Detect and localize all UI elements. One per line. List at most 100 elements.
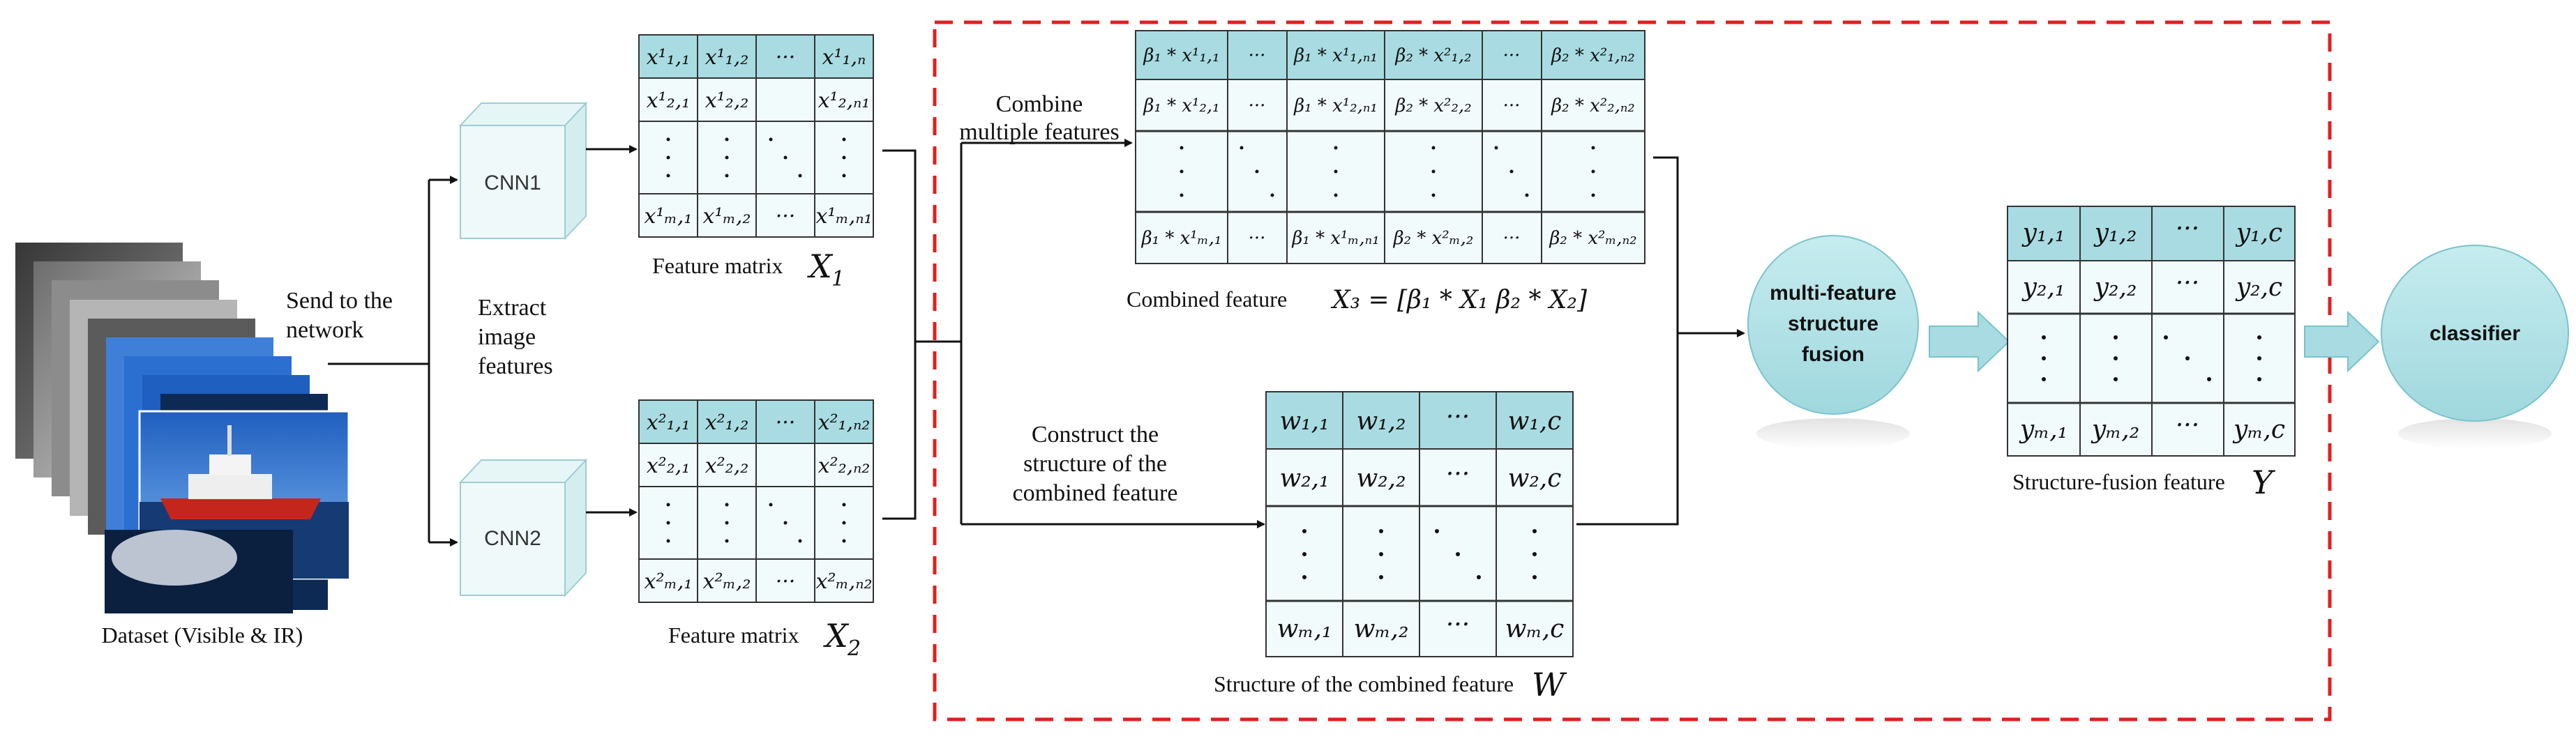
dataset-image-stack	[15, 243, 350, 613]
x2-cell-1-dots: ···	[776, 411, 796, 435]
x2-matrix	[638, 399, 874, 603]
fusion-label-line3: fusion	[1802, 343, 1865, 366]
fusion-label-line1: multi-feature	[1770, 282, 1897, 305]
w-cell-2-dots: ···	[1446, 460, 1470, 489]
send-label-line1: Send to the	[286, 288, 393, 314]
x2-vertical-dots	[666, 503, 846, 543]
x3-cell-m-dots2: ···	[1503, 228, 1521, 249]
x3-cell-2-dots2: ···	[1503, 96, 1521, 116]
w-cell-m-dots: ···	[1446, 611, 1470, 639]
w-cell-m-c: wₘ,c	[1505, 615, 1565, 643]
x2-cell-1-n: x²₁,ₙ₂	[818, 411, 871, 435]
x1-cell-m-1: x¹ₘ,₁	[645, 204, 693, 229]
x1-cell-2-1: x¹₂,₁	[647, 89, 691, 113]
w-cell-2-1: w₂,₁	[1279, 464, 1329, 493]
y-cell-m-c: yₘ,c	[2232, 415, 2285, 444]
dataset-label: Dataset (Visible & IR)	[102, 622, 303, 648]
x3-to-fusion-line	[1653, 156, 1679, 333]
y-cell-1-dots: ···	[2176, 215, 2199, 243]
x2-cell-1-2: x²₁,₂	[705, 411, 749, 435]
x2-symbol: X	[823, 617, 850, 655]
x2-symbol-sub: 2	[847, 636, 861, 661]
y-cell-1-1: y₁,₁	[2021, 219, 2065, 247]
x1-cell-2-n: x¹₂,ₙ₁	[818, 89, 871, 113]
x1-cell-1-1: x¹₁,₁	[647, 45, 691, 70]
x2-cell-m-dots: ···	[776, 570, 796, 594]
x3-matrix	[1135, 30, 1645, 264]
x3-cell-1-dots2: ···	[1503, 45, 1521, 66]
x2-cell-2-2: x²₂,₂	[705, 454, 749, 478]
w-cell-m-1: wₘ,₁	[1277, 615, 1332, 643]
x3-cell-m-dots1: ···	[1249, 228, 1266, 249]
construct-label-line1: Construct the	[1032, 422, 1159, 448]
x1-cell-1-n: x¹₁,ₙ	[822, 45, 866, 70]
x1-symbol: X	[807, 247, 834, 285]
w-vertical-dots	[1302, 529, 1537, 579]
extract-label-line3: features	[478, 353, 553, 379]
x3-cell-m-b2: β₂ * x²ₘ,₂	[1393, 228, 1474, 249]
x1-matrix	[638, 34, 874, 238]
y-cell-2-1: y₂,₁	[2021, 273, 2065, 302]
x1-cell-1-dots: ···	[776, 45, 796, 70]
extract-label-line1: Extract	[478, 295, 547, 321]
extract-label-line2: image	[478, 324, 536, 350]
x3-cell-1-n2: β₂ * x²₁,ₙ₂	[1551, 45, 1635, 66]
x3-cell-1-b2: β₂ * x²₁,₂	[1394, 45, 1471, 66]
w-symbol: W	[1532, 666, 1567, 703]
w-cell-1-1: w₁,₁	[1279, 407, 1329, 436]
fusion-circle	[1747, 235, 1919, 415]
x2-cell-m-n: x²ₘ,ₙ₂	[815, 570, 872, 594]
x3-cell-m-n2: β₂ * x²ₘ,ₙ₂	[1549, 228, 1636, 249]
x2-cell-m-2: x²ₘ,₂	[703, 570, 751, 594]
fusion-circle-shadow	[1756, 418, 1910, 449]
x1-cell-1-2: x¹₁,₂	[705, 45, 749, 70]
y-cell-2-dots: ···	[2176, 269, 2199, 298]
x3-cell-1-dots1: ···	[1249, 45, 1266, 66]
cnn2-cube	[458, 458, 588, 597]
w-cell-m-2: wₘ,₂	[1354, 615, 1409, 643]
x3-cell-2-n2: β₂ * x²₂,ₙ₂	[1551, 96, 1635, 116]
combined-formula: X₃ = [β₁ * X₁ β₂ * X₂]	[1330, 286, 1588, 314]
x3-cell-m-1: β₁ * x¹ₘ,₁	[1141, 228, 1222, 249]
x3-cell-2-n1: β₁ * x¹₂,ₙ₁	[1293, 96, 1378, 116]
send-label-line2: network	[286, 317, 363, 343]
combine-label-line1: Combine	[996, 91, 1083, 117]
y-cell-2-2: y₂,₂	[2093, 273, 2137, 302]
w-caption: Structure of the combined feature	[1214, 671, 1514, 696]
classifier-circle-shadow	[2398, 418, 2552, 449]
x3-cell-m-n1: β₁ * x¹ₘ,ₙ₁	[1291, 228, 1379, 249]
x1-cell-m-2: x¹ₘ,₂	[703, 204, 751, 229]
construct-label-line2: structure of the	[1023, 451, 1167, 477]
x3-cell-2-dots1: ···	[1249, 96, 1266, 116]
cnn1-cube	[458, 101, 588, 240]
y-cell-1-c: y₁,c	[2235, 219, 2282, 247]
x3-cell-2-1: β₁ * x¹₂,₁	[1143, 96, 1219, 116]
x2-cell-m-1: x²ₘ,₁	[645, 570, 693, 594]
x2-cell-2-n: x²₂,ₙ₂	[818, 454, 871, 478]
x1-caption: Feature matrix	[652, 253, 783, 278]
y-cell-m-1: yₘ,₁	[2019, 415, 2067, 444]
y-caption: Structure-fusion feature	[2012, 469, 2225, 494]
y-cell-1-2: y₁,₂	[2093, 219, 2137, 247]
classifier-circle	[2381, 245, 2569, 422]
fusion-region-border	[933, 20, 2332, 721]
block-arrow-y-to-classifier	[2304, 310, 2380, 373]
x2-caption: Feature matrix	[668, 622, 799, 648]
w-cell-1-c: w₁,c	[1508, 407, 1562, 436]
w-cell-1-2: w₁,₂	[1356, 407, 1406, 436]
y-matrix	[2007, 206, 2296, 457]
w-cell-1-dots: ···	[1446, 403, 1470, 431]
x2-cell-2-1: x²₂,₁	[647, 454, 691, 478]
y-cell-m-2: yₘ,₂	[2091, 415, 2139, 444]
x3-vertical-dots	[1180, 146, 1595, 197]
combined-caption: Combined feature	[1127, 287, 1287, 312]
y-cell-2-c: y₂,c	[2235, 273, 2282, 302]
x1-cell-m-dots: ···	[776, 204, 796, 229]
w-matrix	[1265, 391, 1574, 657]
x1-cell-2-2: x¹₂,₂	[705, 89, 749, 113]
y-vertical-dots	[2042, 335, 2261, 381]
fusion-label-line2: structure	[1788, 312, 1878, 335]
x3-cell-1-n1: β₁ * x¹₁,ₙ₁	[1293, 45, 1378, 66]
block-arrow-fusion-to-y	[1929, 310, 2010, 373]
